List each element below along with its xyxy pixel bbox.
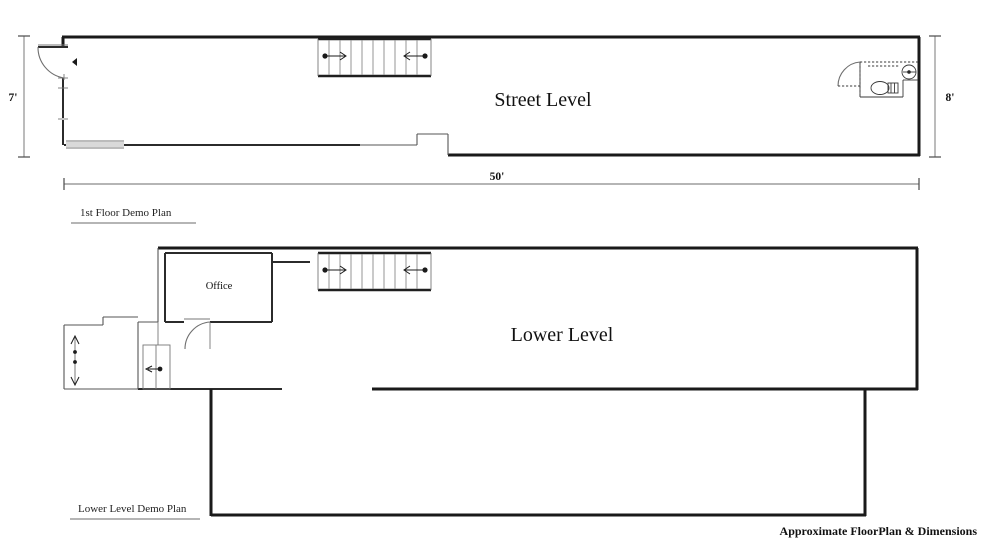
corridor-walls [157, 261, 310, 345]
office-room: Office [164, 252, 273, 350]
staircase-lower-level [317, 251, 432, 292]
office-label: Office [206, 281, 233, 292]
bathroom [837, 61, 918, 98]
lower-level-label: Lower Level [511, 324, 614, 346]
street-level-plan: 7' 8' [9, 35, 955, 224]
dimension-right-8ft: 8' [929, 35, 955, 158]
footer-block: Approximate FloorPlan & Dimensions [780, 524, 978, 538]
lower-level-caption: Lower Level Demo Plan [78, 503, 187, 515]
utility-closet [142, 344, 171, 390]
demo-wall-segment [66, 140, 124, 149]
dimension-width-50ft: 50' [63, 171, 920, 190]
street-level-walls [58, 35, 921, 157]
dimension-right-label: 8' [946, 92, 955, 104]
staircase-street-level [317, 37, 432, 78]
dimension-width-label: 50' [490, 171, 505, 183]
entry-door [37, 44, 68, 80]
dimension-left-7ft: 7' [9, 35, 30, 158]
lower-level-walls [63, 246, 919, 517]
footer-caption: Approximate FloorPlan & Dimensions [780, 524, 978, 538]
dimension-left-label: 7' [9, 92, 18, 104]
lower-level-plan: Office [63, 246, 919, 520]
street-level-caption: 1st Floor Demo Plan [80, 207, 172, 219]
street-level-label: Street Level [494, 89, 592, 111]
dimension-left-lower [70, 334, 80, 387]
entry-direction-marker [72, 58, 77, 66]
